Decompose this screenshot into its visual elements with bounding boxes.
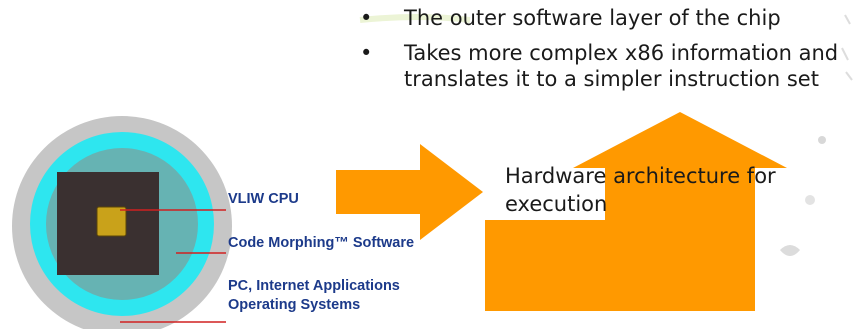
label-vliw-cpu: VLIW CPU: [228, 191, 299, 207]
hardware-architecture-text: Hardware architecture for execution: [505, 164, 776, 216]
bullet-list: • The outer software layer of the chip •…: [358, 5, 859, 101]
bent-up-arrow: [485, 112, 787, 311]
bullet-item: • Takes more complex x86 information and…: [358, 40, 844, 92]
bullet-marker: •: [360, 41, 373, 65]
bullet-marker: •: [360, 6, 373, 30]
chip-core: [96, 206, 127, 237]
label-code-morphing-software: Code Morphing™ Software: [228, 235, 415, 251]
label-operating-systems: Operating Systems: [228, 297, 361, 313]
bullet-item: • The outer software layer of the chip: [358, 5, 859, 31]
bullet-text: The outer software layer of the chip: [404, 6, 781, 30]
bullet-text: Takes more complex x86 information and t…: [404, 41, 839, 91]
right-arrow: [336, 144, 483, 240]
label-pc-applications: PC, Internet Applications: [228, 278, 400, 294]
